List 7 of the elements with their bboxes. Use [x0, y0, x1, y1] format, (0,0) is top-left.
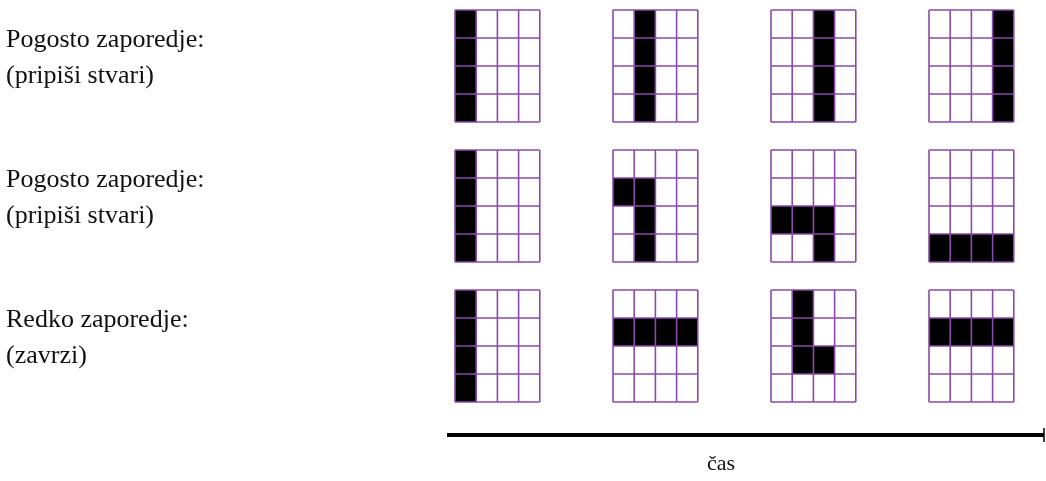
row-label: (zavrzi): [6, 342, 87, 368]
row-label: (pripiši stvari): [6, 62, 155, 88]
row-label: (pripiši stvari): [6, 202, 155, 228]
row-label: Pogosto zaporedje:: [6, 26, 205, 52]
row-label: Pogosto zaporedje:: [6, 166, 205, 192]
axis-label: čas: [707, 452, 736, 474]
row-label: Redko zaporedje:: [6, 306, 189, 332]
